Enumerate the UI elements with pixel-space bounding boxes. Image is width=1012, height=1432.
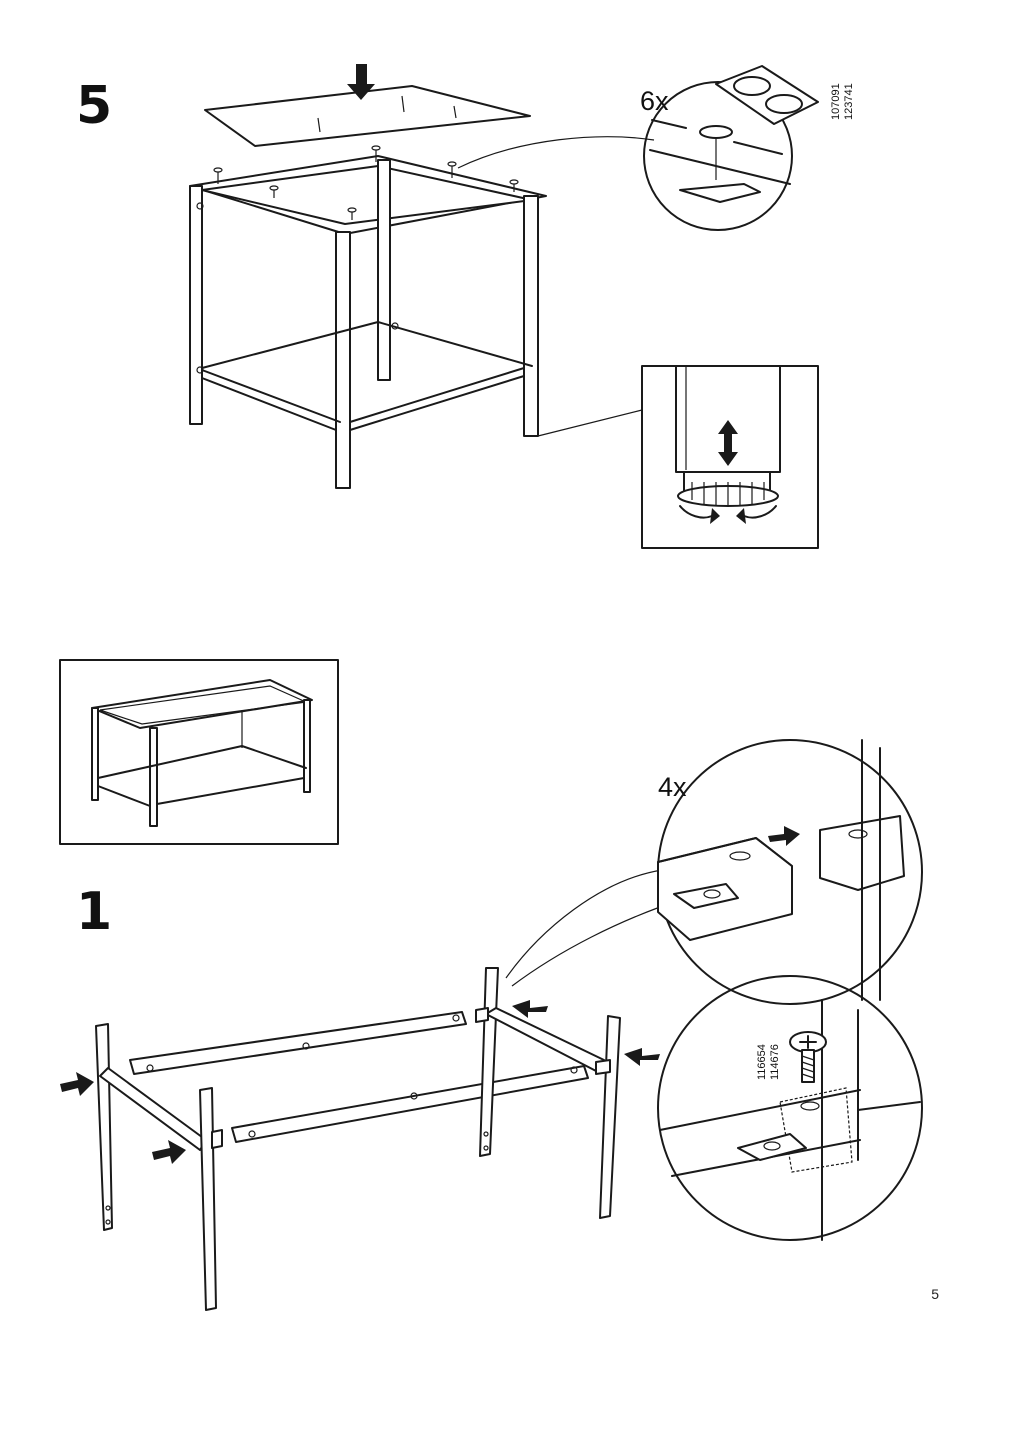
up-down-arrow-icon [718,420,738,466]
arrow-right-icon [152,1140,186,1164]
rail-front [231,1065,589,1143]
glass-top-panel [204,85,531,147]
screw-detail-callout [657,975,923,1241]
right-frame-leg-front [599,1015,621,1219]
arrow-right-icon [60,1072,94,1096]
rail-back [129,1011,467,1075]
screw-icon [789,1031,827,1083]
right-frame-cross [485,1007,605,1073]
step-5-number: 5 [76,76,113,136]
arrow-right-icon [768,826,800,846]
table-frame [189,145,547,489]
product-overview-box [59,659,339,845]
rotate-arrow-icon [679,505,713,519]
step-1-illustration [60,739,923,1311]
bracket-detail-callout [657,739,923,1005]
left-frame-leg-back [95,1023,113,1231]
arrow-down-icon [347,64,375,100]
left-frame-leg-front [199,1087,217,1311]
right-frame-leg-back [479,967,499,1157]
arrow-left-icon [512,1000,548,1018]
arrow-left-icon [624,1048,660,1066]
bumper-detail-callout [643,81,793,231]
adjustable-foot-detail [641,365,819,549]
left-frame-cross [99,1067,207,1151]
rotate-arrow-icon [743,505,777,519]
page-number: 5 [931,1286,939,1302]
step-1-number: 1 [76,882,113,942]
step-5-illustration [189,64,819,549]
step-5-quantity: 6x [640,86,669,116]
bumper-sheet-icon [715,65,819,125]
